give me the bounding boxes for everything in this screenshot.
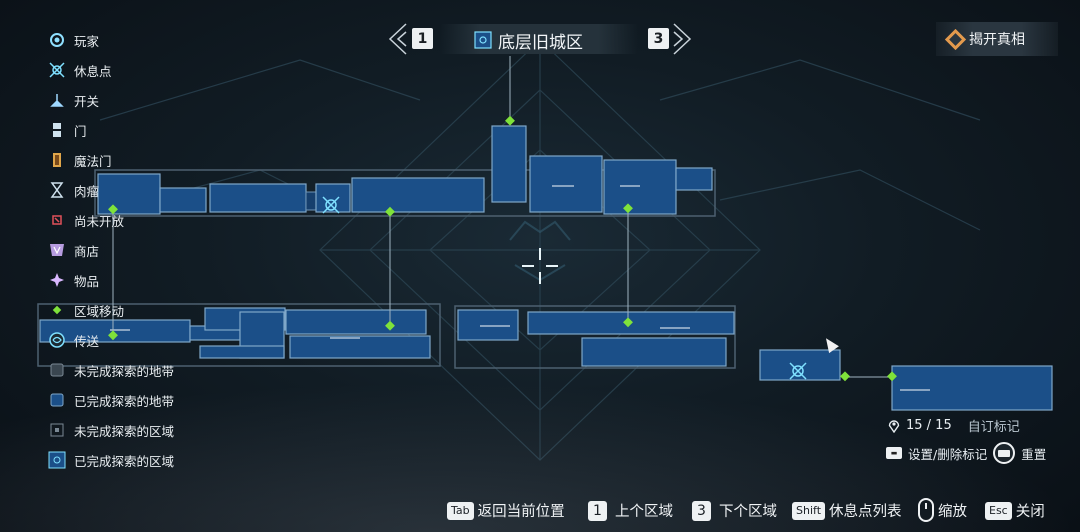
area-title: 底层旧城区: [474, 26, 583, 54]
legend-item-unexplored-zone: 未完成探索的地带: [48, 359, 174, 381]
area-move-point: [840, 371, 850, 382]
hint-prev-area[interactable]: 1 上个区域: [588, 500, 673, 521]
legend-item-area-move: 区域移动: [48, 299, 124, 321]
hint-return-current[interactable]: Tab 返回当前位置: [447, 500, 565, 521]
set-marker-key-icon[interactable]: ▬: [886, 447, 902, 459]
reset-key-icon[interactable]: [993, 442, 1016, 464]
area-move-point: [108, 330, 118, 341]
shop-icon: [48, 241, 66, 259]
next-area-key[interactable]: 3: [648, 28, 669, 49]
area-move-point: [385, 206, 395, 217]
marker-label: 自订标记: [967, 420, 1020, 435]
area-move-point: [623, 317, 633, 328]
area-move-point: [108, 204, 118, 215]
legend-item-teleport: 传送: [48, 329, 99, 351]
lower-middle-region: [454, 305, 736, 369]
custom-marker-panel: 15 / 15 自订标记 ▬ 设置/删除标记 重置: [880, 408, 1058, 464]
reset-label[interactable]: 重置: [1021, 446, 1047, 462]
legend-item-not-open: 尚未开放: [48, 209, 124, 231]
explored-region-icon: [48, 451, 66, 469]
legend-item-switch: 开关: [48, 89, 99, 111]
marker-count-row: 15 / 15 自订标记: [888, 416, 1020, 435]
area-move-point: [385, 320, 395, 331]
rest-point-icon: [322, 196, 340, 214]
next-area-arrow-icon[interactable]: [670, 22, 694, 56]
area-move-point: [623, 203, 633, 214]
flesh-growth-icon: [48, 181, 66, 199]
marker-actions-row: ▬ 设置/删除标记 重置: [886, 442, 1046, 464]
magic-door-icon: [48, 151, 66, 169]
legend-item-flesh-growth: 肉瘤: [48, 179, 99, 201]
rest-point-icon: [789, 362, 807, 380]
lower-left-region: [37, 303, 441, 367]
set-delete-marker-label[interactable]: 设置/删除标记: [908, 446, 988, 462]
area-title-text: 底层旧城区: [498, 32, 583, 53]
key-1: 1: [588, 500, 607, 521]
hint-next-area[interactable]: 3 下个区域: [692, 500, 777, 521]
mouse-wheel-icon: [918, 498, 934, 522]
tab-key: Tab: [447, 501, 474, 520]
area-title-band: [440, 24, 638, 54]
control-hints-bar: Tab 返回当前位置 1 上个区域 3 下个区域 Shift 休息点列表 缩放 …: [0, 498, 1080, 526]
lower-right-region: [759, 349, 1053, 411]
area-move-icon: [48, 301, 66, 319]
not-open-icon: [48, 211, 66, 229]
legend-item-item: 物品: [48, 269, 99, 291]
marker-count: 15 / 15: [906, 418, 952, 433]
esc-key: Esc: [985, 501, 1012, 520]
area-selector: 1 底层旧城区 3: [386, 22, 694, 56]
legend-item-explored-zone: 已完成探索的地带: [48, 389, 174, 411]
prev-area-arrow-icon[interactable]: [386, 22, 410, 56]
hint-close[interactable]: Esc 关闭: [985, 500, 1045, 521]
legend-item-magic-door: 魔法门: [48, 149, 112, 171]
explored-zone-icon: [48, 391, 66, 409]
player-icon: [48, 31, 66, 49]
map-crosshair-icon: [522, 248, 558, 284]
area-move-points: [108, 115, 897, 382]
reveal-truth-label: 揭开真相: [969, 32, 1025, 48]
diamond-icon: [944, 28, 967, 50]
location-pin-icon: [888, 419, 900, 433]
reveal-truth-button[interactable]: 揭开真相: [936, 22, 1058, 56]
teleport-icon: [48, 331, 66, 349]
map-connectors: [112, 56, 892, 378]
key-3: 3: [692, 500, 711, 521]
explored-region-icon: [474, 31, 492, 49]
legend-item-door: 门: [48, 119, 87, 141]
door-icon: [48, 121, 66, 139]
legend-item-unexplored-region: 未完成探索的区域: [48, 419, 174, 441]
unexplored-region-icon: [48, 421, 66, 439]
legend-item-player: 玩家: [48, 29, 99, 51]
area-move-point: [887, 371, 897, 382]
shift-key: Shift: [792, 501, 826, 520]
switch-icon: [48, 91, 66, 109]
rest-point-icon: [48, 61, 66, 79]
legend-item-rest-point: 休息点: [48, 59, 112, 81]
upper-corridor-region: [94, 125, 716, 217]
item-icon: [48, 271, 66, 289]
unexplored-zone-icon: [48, 361, 66, 379]
hint-zoom[interactable]: 缩放: [918, 498, 967, 522]
hint-rest-list[interactable]: Shift 休息点列表: [792, 500, 902, 521]
prev-area-key[interactable]: 1: [412, 28, 433, 49]
legend-item-shop: 商店: [48, 239, 99, 261]
legend-item-explored-region: 已完成探索的区域: [48, 449, 174, 471]
area-move-point: [505, 115, 515, 126]
